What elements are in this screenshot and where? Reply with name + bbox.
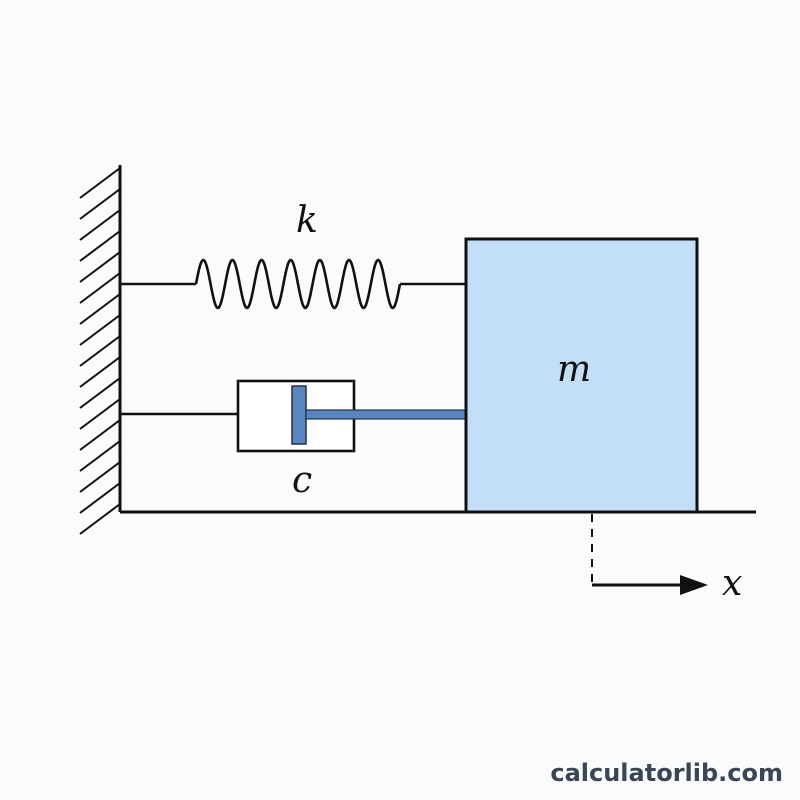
wall-hatch-line	[79, 482, 121, 514]
wall-hatch-line	[79, 377, 121, 409]
damper-rod	[305, 409, 467, 420]
wall-hatch-line	[79, 167, 121, 199]
wall-hatch-line	[79, 314, 121, 346]
wall-hatch-line	[79, 335, 121, 367]
wall-hatch-line	[79, 398, 121, 430]
mass-block	[464, 237, 699, 514]
wall-hatch-line	[79, 293, 121, 325]
displacement-label: x	[722, 563, 742, 604]
wall-hatch-line	[79, 230, 121, 262]
wall-hatch-line	[79, 503, 121, 535]
hatched-wall-icon	[79, 165, 122, 535]
mass-label: m	[557, 349, 591, 390]
watermark: calculatorlib.com	[550, 759, 783, 787]
wall-hatch-line	[79, 419, 121, 451]
spring-constant-label: k	[296, 200, 318, 241]
wall-hatch-line	[79, 251, 121, 283]
wall-hatch-line	[79, 440, 121, 472]
damping-coefficient-label: c	[292, 460, 312, 501]
wall-hatch-line	[79, 461, 121, 493]
wall-hatch-line	[79, 209, 121, 241]
wall-hatch-line	[79, 188, 121, 220]
wall-hatch-line	[79, 356, 121, 388]
wall-hatch-line	[79, 272, 121, 304]
damper-piston	[291, 385, 307, 445]
spring-icon	[120, 258, 466, 310]
damper-icon	[120, 379, 467, 453]
arrow-right-icon	[592, 575, 708, 595]
